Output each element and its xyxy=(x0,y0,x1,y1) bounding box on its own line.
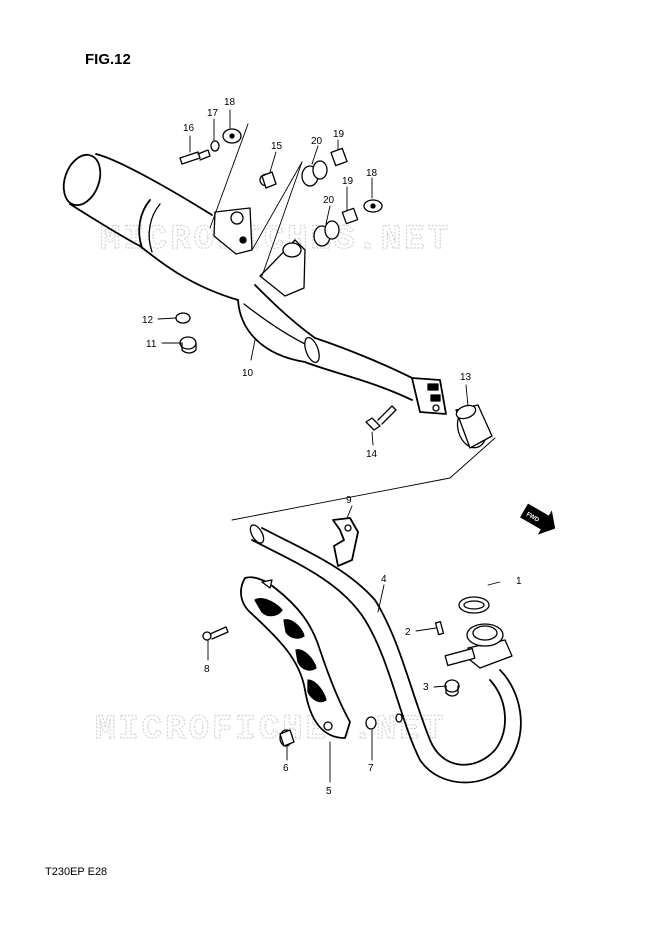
callout-18-lower: 18 xyxy=(366,168,378,179)
callout-1: 1 xyxy=(516,576,522,587)
callout-19-upper: 19 xyxy=(333,129,345,140)
nut-11 xyxy=(179,336,197,354)
callout-14: 14 xyxy=(366,449,378,460)
figure-title: FIG.12 xyxy=(85,51,131,68)
callout-8: 8 xyxy=(204,664,210,675)
callout-9: 9 xyxy=(346,495,352,506)
watermark-top: MICROFICHES.NET xyxy=(100,221,451,259)
collar-19-lower xyxy=(341,207,359,225)
footer-code: T230EP E28 xyxy=(45,866,107,878)
bolt-16 xyxy=(179,149,211,165)
callout-15: 15 xyxy=(271,141,283,152)
callout-18-upper: 18 xyxy=(224,97,236,108)
fwd-arrow-icon: FWD xyxy=(520,503,556,535)
muffler-part xyxy=(62,153,447,415)
callout-leaders xyxy=(157,109,501,783)
callout-3: 3 xyxy=(423,682,429,693)
callout-19-lower: 19 xyxy=(342,176,354,187)
callout-7: 7 xyxy=(368,763,374,774)
callout-2: 2 xyxy=(405,627,411,638)
callout-10: 10 xyxy=(242,368,254,379)
heat-protector-part xyxy=(240,576,351,739)
bolt-8 xyxy=(202,626,229,641)
callout-20-upper: 20 xyxy=(311,136,323,147)
nut-3 xyxy=(444,679,460,697)
callout-20-lower: 20 xyxy=(323,195,335,206)
callout-11: 11 xyxy=(146,339,157,350)
washer-12 xyxy=(175,312,191,324)
watermark-bottom: MICROFICHES.NET xyxy=(95,711,446,749)
bracket-9 xyxy=(332,517,359,567)
grommet-20-lower xyxy=(313,220,340,247)
collar-19-upper xyxy=(330,147,348,167)
grommet-20-upper xyxy=(301,160,328,187)
washer-7 xyxy=(365,713,403,730)
callout-6: 6 xyxy=(283,763,289,774)
collar-6 xyxy=(279,729,295,747)
callout-5: 5 xyxy=(326,786,332,797)
callout-12: 12 xyxy=(142,315,154,326)
callout-labels: 1 2 3 4 5 6 7 8 9 10 11 12 13 14 15 16 1… xyxy=(142,97,522,797)
bolt-14 xyxy=(365,405,397,431)
callout-17: 17 xyxy=(207,108,219,119)
stud-2 xyxy=(434,621,445,636)
seal-13 xyxy=(455,404,493,449)
callout-13: 13 xyxy=(460,372,472,383)
callout-16: 16 xyxy=(183,123,195,134)
collar-15 xyxy=(259,171,277,189)
callout-4: 4 xyxy=(381,574,387,585)
exhaust-pipe-part xyxy=(249,524,522,784)
washer-17 xyxy=(210,140,220,152)
